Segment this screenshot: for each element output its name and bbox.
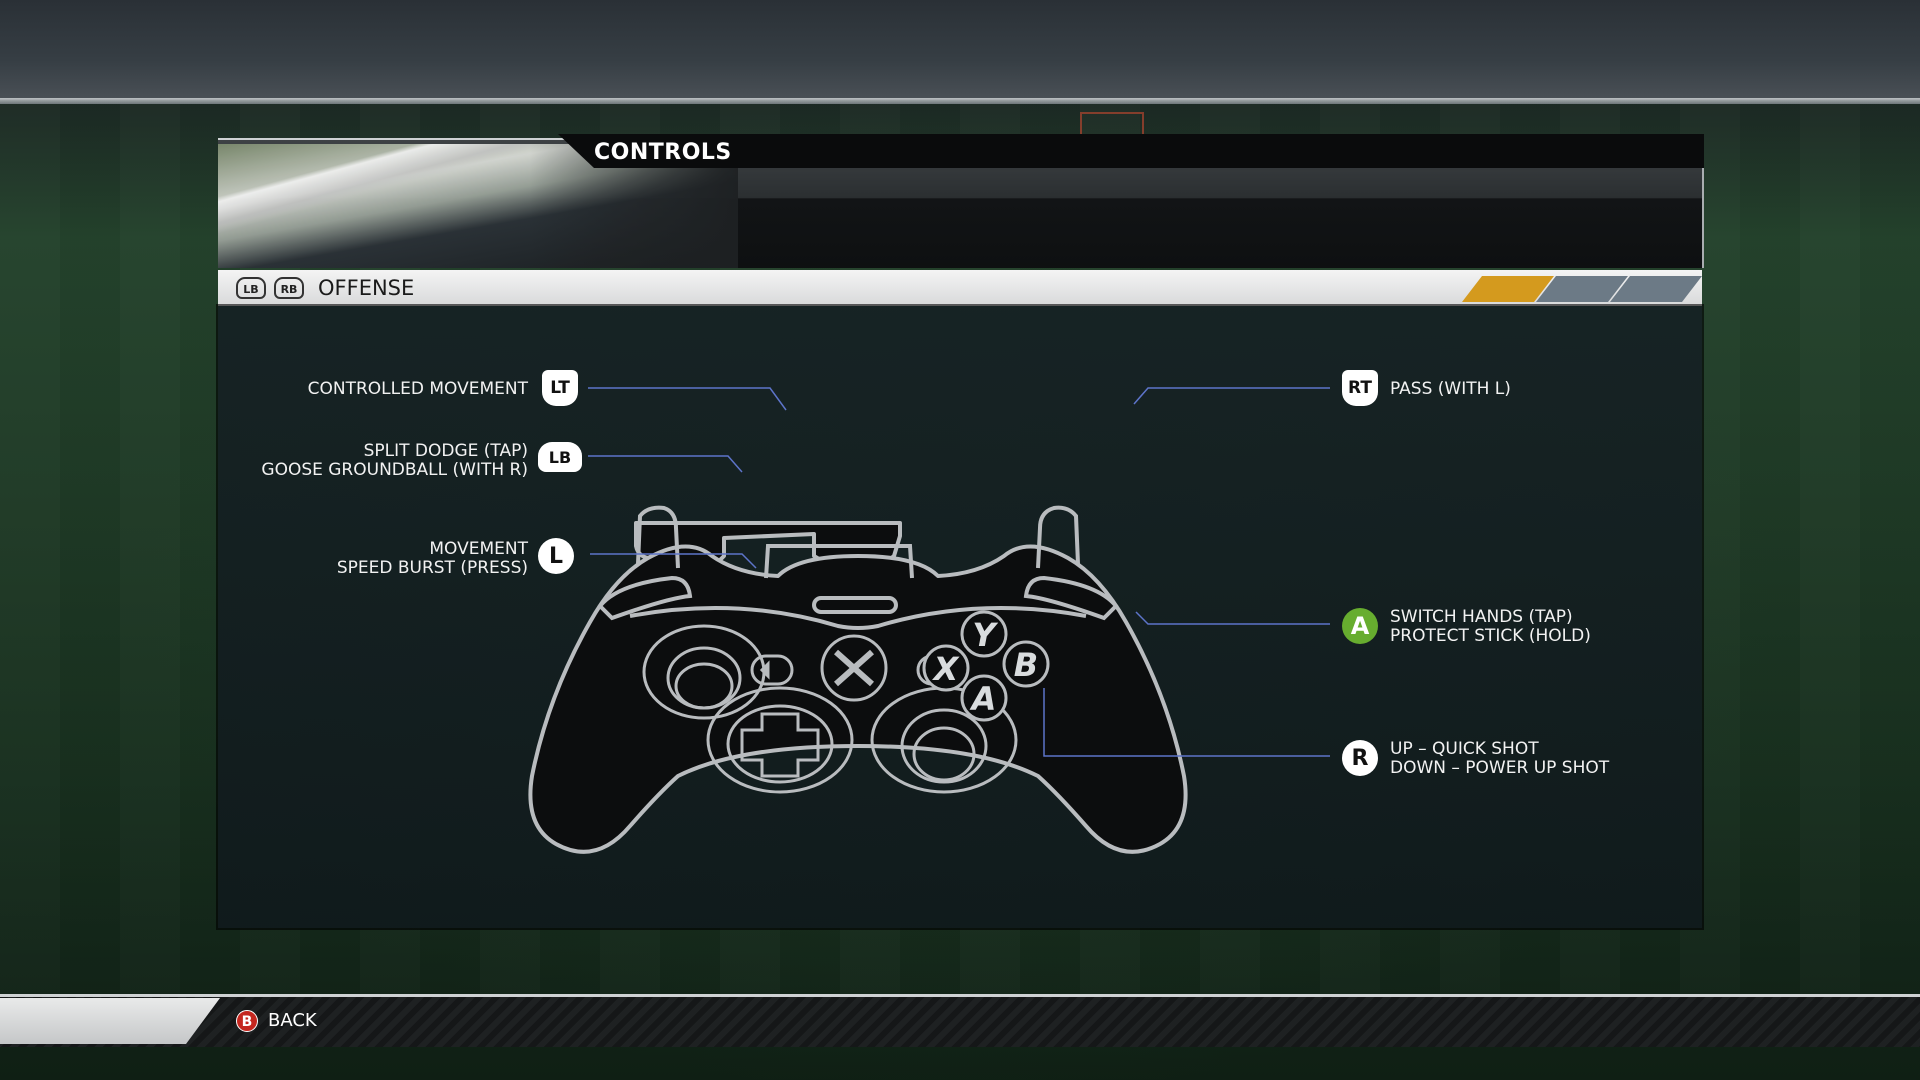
controls-panel: CONTROLS LB RB OFFENSE <box>218 134 1704 928</box>
rt-action-label: PASS (WITH L) <box>1390 379 1511 399</box>
controller-bumpers <box>597 505 1119 630</box>
lb-action-label-1: SPLIT DODGE (TAP) <box>363 441 528 461</box>
b-button-icon: B <box>1014 646 1038 684</box>
l-action-label-2: SPEED BURST (PRESS) <box>336 558 528 578</box>
dpad-outline <box>706 686 854 794</box>
y-button-icon: Y <box>972 616 998 654</box>
leader-lines <box>588 387 1330 757</box>
face-button-letters: Y B A X <box>932 616 1039 718</box>
r-action-label-1: UP – QUICK SHOT <box>1390 739 1539 759</box>
right-stick-icon: R <box>1342 740 1378 776</box>
section-bar: LB RB OFFENSE <box>218 270 1702 306</box>
footer-bar <box>0 994 1920 1047</box>
a-button-action-icon: A <box>1342 608 1378 644</box>
b-button-icon[interactable]: B <box>236 1010 258 1032</box>
a-action-label-1: SWITCH HANDS (TAP) <box>1390 607 1573 627</box>
a-button-icon: A <box>969 680 997 718</box>
lt-trigger-icon: LT <box>542 370 578 406</box>
stadium-background <box>0 0 1920 100</box>
back-button[interactable]: BACK <box>268 1010 317 1031</box>
rb-bumper-icon[interactable]: RB <box>274 277 304 299</box>
rt-trigger-icon: RT <box>1342 370 1378 406</box>
a-action-label-2: PROTECT STICK (HOLD) <box>1390 626 1591 646</box>
r-action-label-2: DOWN – POWER UP SHOT <box>1390 758 1610 778</box>
top-divider <box>0 98 1920 104</box>
page-title: CONTROLS <box>594 140 732 165</box>
x-button-icon: X <box>932 650 960 688</box>
face-buttons <box>922 610 1050 722</box>
l-action-label-1: MOVEMENT <box>429 539 528 559</box>
lb-bumper-icon[interactable]: LB <box>236 277 266 299</box>
controller-body <box>528 521 1188 854</box>
lt-action-label: CONTROLLED MOVEMENT <box>307 379 528 399</box>
controller-diagram: Y B A X <box>528 387 1330 854</box>
title-tab <box>558 134 1704 168</box>
section-title: OFFENSE <box>318 276 415 300</box>
lb-action-label-2: GOOSE GROUNDBALL (WITH R) <box>261 460 528 480</box>
lb-bumper-button-icon: LB <box>538 442 582 472</box>
controls-content: Y B A X CONTROLLED MOVEMENT LT SPLIT DOD… <box>218 306 1702 928</box>
page-indicator <box>1462 276 1698 302</box>
footer-accent <box>0 998 220 1044</box>
left-stick-icon: L <box>538 538 574 574</box>
